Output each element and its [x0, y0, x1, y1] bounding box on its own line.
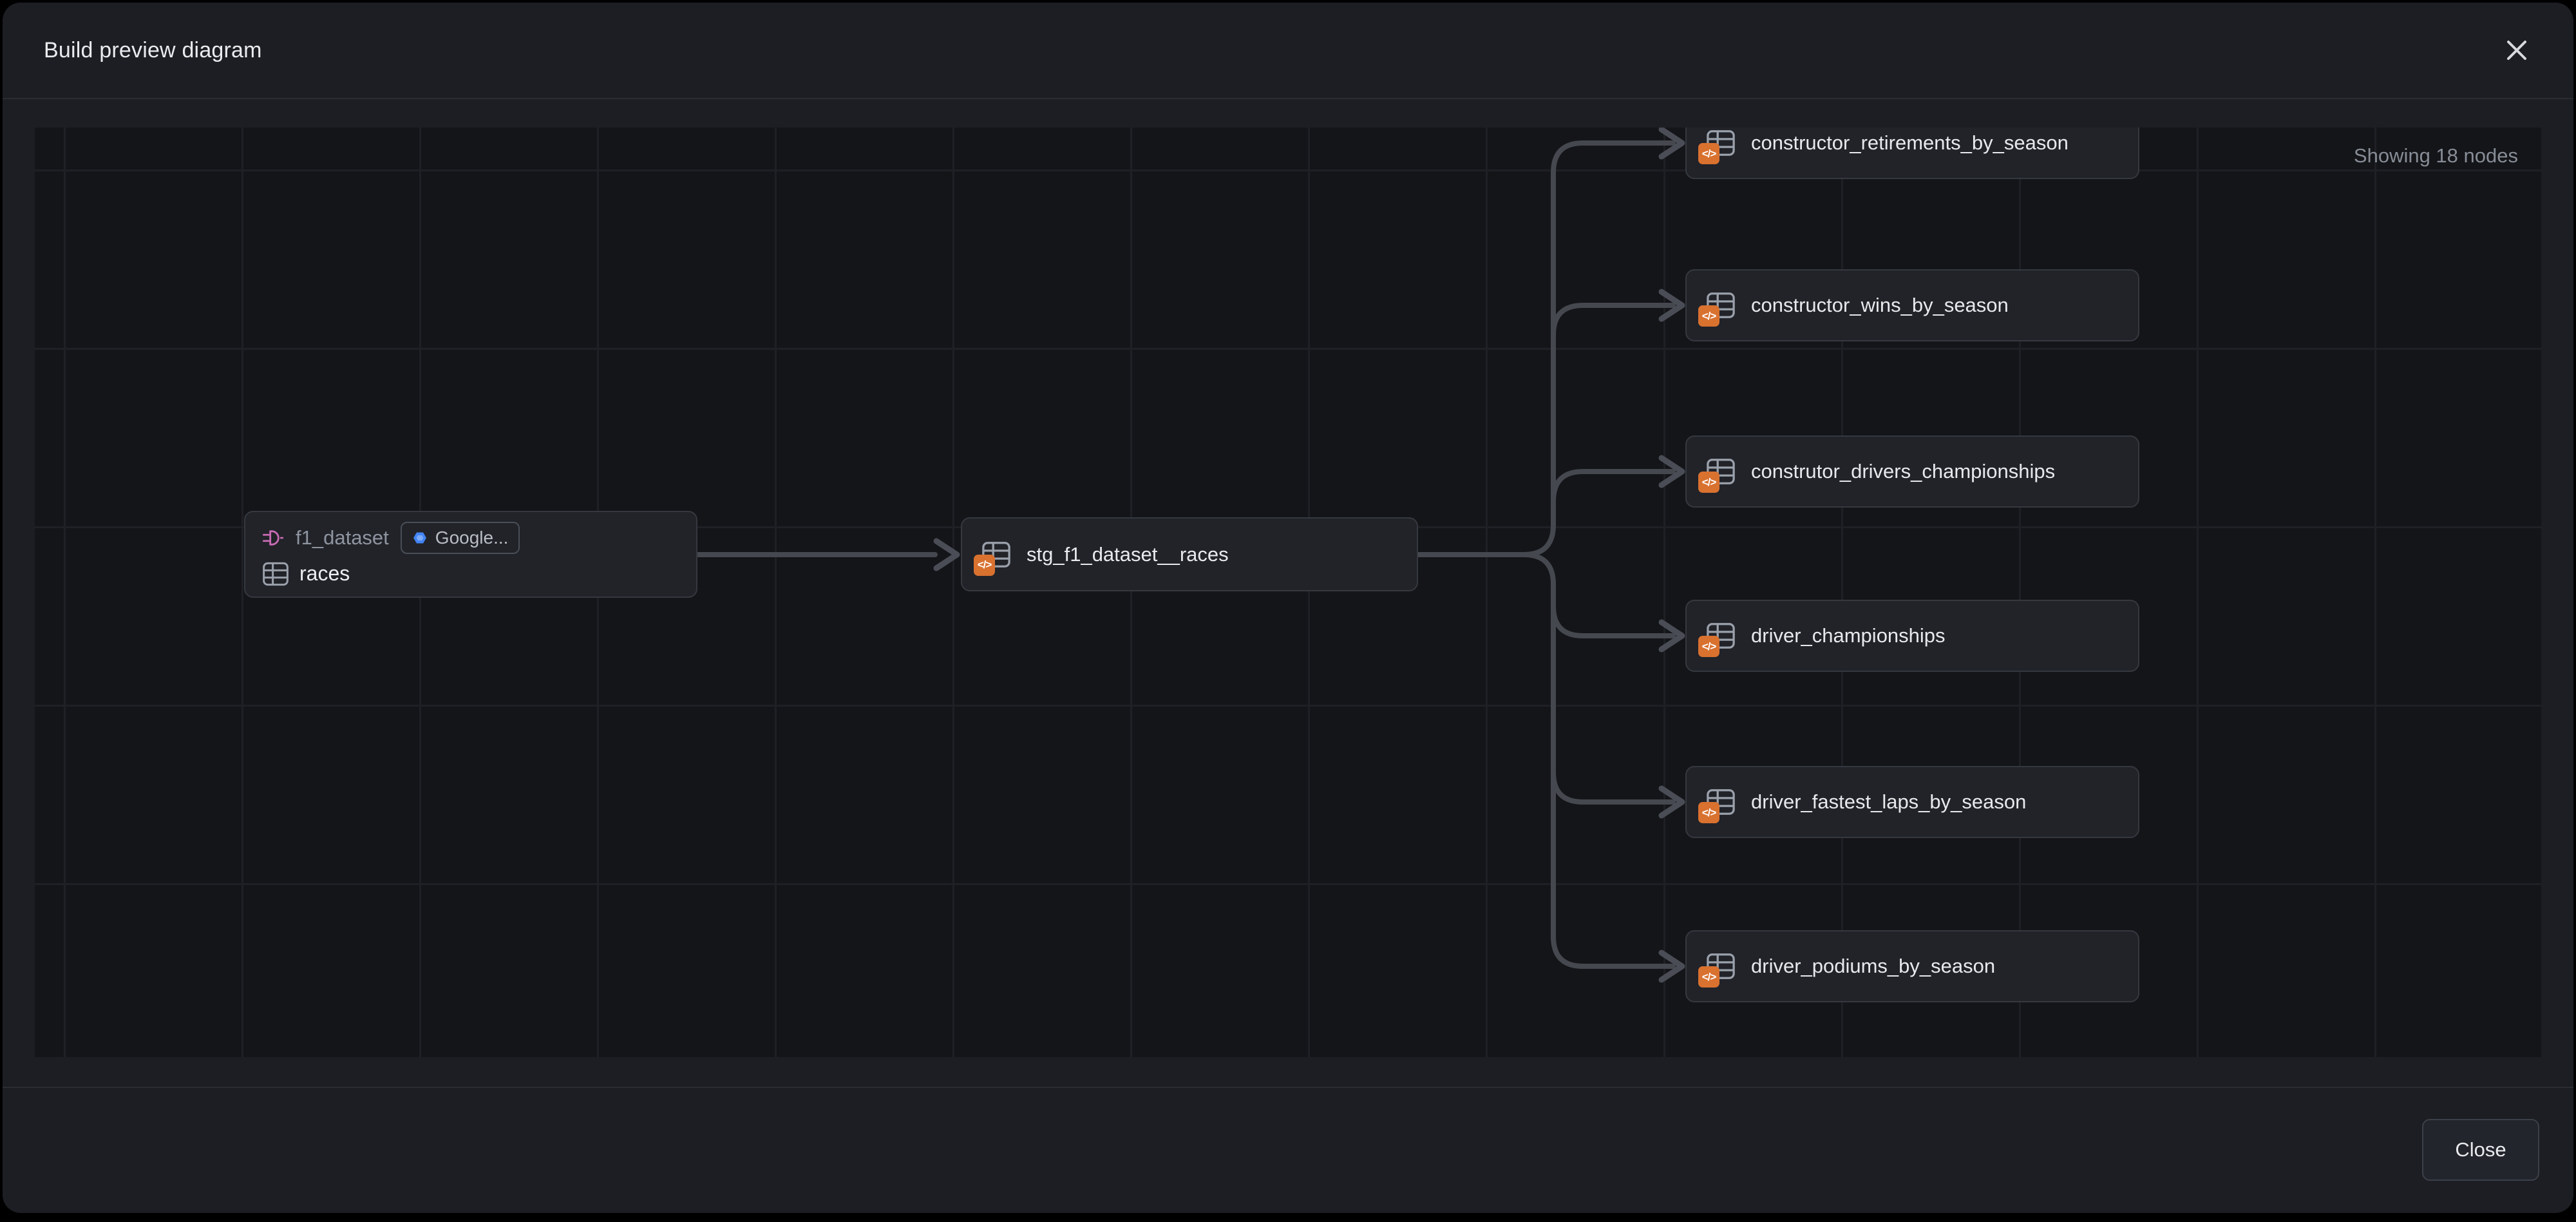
dialog-title: Build preview diagram	[44, 37, 262, 62]
model-icon: </>	[974, 540, 1011, 576]
source-node-header: f1_dataset Google...	[262, 521, 679, 554]
model-node-label: constructor_retirements_by_season	[1751, 131, 2069, 154]
code-badge-icon: </>	[1698, 802, 1719, 823]
model-node-label: construtor_drivers_championships	[1751, 460, 2056, 482]
model-node-target[interactable]: </> constructor_wins_by_season	[1685, 269, 2139, 341]
model-icon: </>	[1698, 787, 1736, 823]
code-badge-icon: </>	[1698, 636, 1719, 657]
plug-icon	[262, 530, 287, 546]
close-button-x[interactable]	[2497, 31, 2536, 70]
connection-badge-label: Google...	[435, 527, 509, 548]
table-icon	[263, 562, 289, 586]
diagram-canvas[interactable]: Showing 18 nodes	[35, 128, 2541, 1057]
model-node-label: stg_f1_dataset__races	[1027, 542, 1229, 566]
model-icon: </>	[1698, 291, 1736, 327]
close-icon	[2507, 41, 2526, 60]
model-icon: </>	[1698, 457, 1736, 493]
dialog-footer: Close	[3, 1087, 2573, 1213]
model-node-staging[interactable]: </> stg_f1_dataset__races	[961, 517, 1418, 591]
model-node-label: driver_podiums_by_season	[1751, 955, 1996, 977]
model-node-target[interactable]: </> constructor_retirements_by_season	[1685, 128, 2139, 179]
model-icon: </>	[1698, 621, 1736, 657]
source-schema-label: f1_dataset	[296, 526, 389, 549]
model-node-target[interactable]: </> driver_fastest_laps_by_season	[1685, 766, 2139, 838]
model-icon: </>	[1698, 951, 1736, 988]
lineage-edges	[695, 128, 1685, 983]
model-node-target[interactable]: </> driver_championships	[1685, 600, 2139, 672]
code-badge-icon: </>	[1698, 305, 1719, 327]
code-badge-icon: </>	[1698, 143, 1719, 164]
model-node-label: constructor_wins_by_season	[1751, 294, 2009, 316]
code-badge-icon: </>	[1698, 472, 1719, 493]
model-icon: </>	[1698, 128, 1736, 164]
close-button[interactable]: Close	[2422, 1119, 2539, 1181]
hexagon-icon	[413, 532, 426, 543]
code-badge-icon: </>	[974, 554, 995, 576]
node-count-status: Showing 18 nodes	[2353, 144, 2518, 167]
source-node-races[interactable]: f1_dataset Google...	[244, 511, 697, 598]
model-node-target[interactable]: </> construtor_drivers_championships	[1685, 435, 2139, 508]
build-preview-dialog: Build preview diagram Showing 18 nodes	[3, 3, 2573, 1213]
source-node-table-row: races	[262, 560, 679, 587]
source-table-label: races	[299, 562, 350, 585]
model-node-target[interactable]: </> driver_podiums_by_season	[1685, 930, 2139, 1002]
model-node-label: driver_championships	[1751, 624, 1946, 647]
code-badge-icon: </>	[1698, 966, 1719, 988]
model-node-label: driver_fastest_laps_by_season	[1751, 790, 2027, 813]
dialog-header: Build preview diagram	[3, 3, 2573, 99]
connection-badge[interactable]: Google...	[400, 521, 520, 554]
